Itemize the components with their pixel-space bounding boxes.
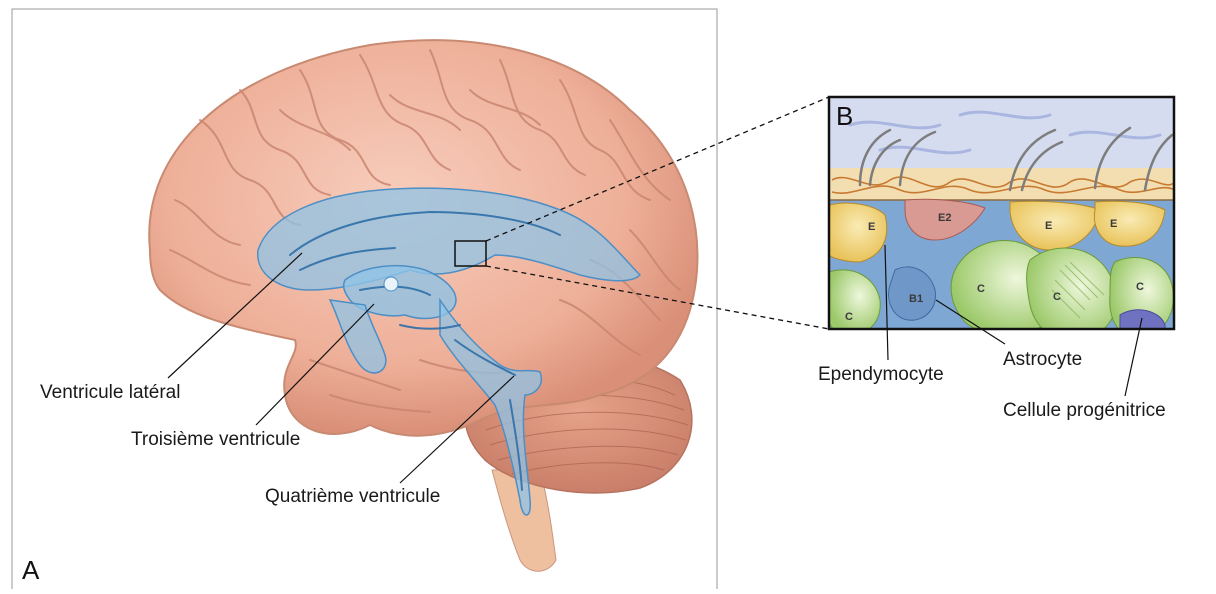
label-progenitor-cell: Cellule progénitrice xyxy=(1003,400,1166,422)
cell-letter-e3: E xyxy=(1045,220,1052,232)
cell-letter-c4: C xyxy=(1136,281,1144,293)
label-fourth-ventricle: Quatrième ventricule xyxy=(265,486,440,508)
cell-letter-c1: C xyxy=(845,311,853,323)
label-ependymocyte: Ependymocyte xyxy=(818,364,944,386)
cell-letter-c2: C xyxy=(977,283,985,295)
cell-letter-e4: E xyxy=(1110,218,1117,230)
cell-letter-e2: E2 xyxy=(938,212,951,224)
panel-b-illustration: E E2 E E B1 C C C C xyxy=(829,97,1175,342)
label-astrocyte: Astrocyte xyxy=(1003,349,1082,371)
interthalamic-adhesion xyxy=(384,277,398,291)
cell-letter-c3: C xyxy=(1053,291,1061,303)
cell-letter-e1: E xyxy=(868,221,875,233)
cell-letter-b1: B1 xyxy=(909,293,923,305)
panel-a-letter: A xyxy=(22,555,39,586)
panel-b-letter: B xyxy=(836,101,853,132)
label-lateral-ventricle: Ventricule latéral xyxy=(40,382,180,404)
label-third-ventricle: Troisième ventricule xyxy=(131,429,300,451)
